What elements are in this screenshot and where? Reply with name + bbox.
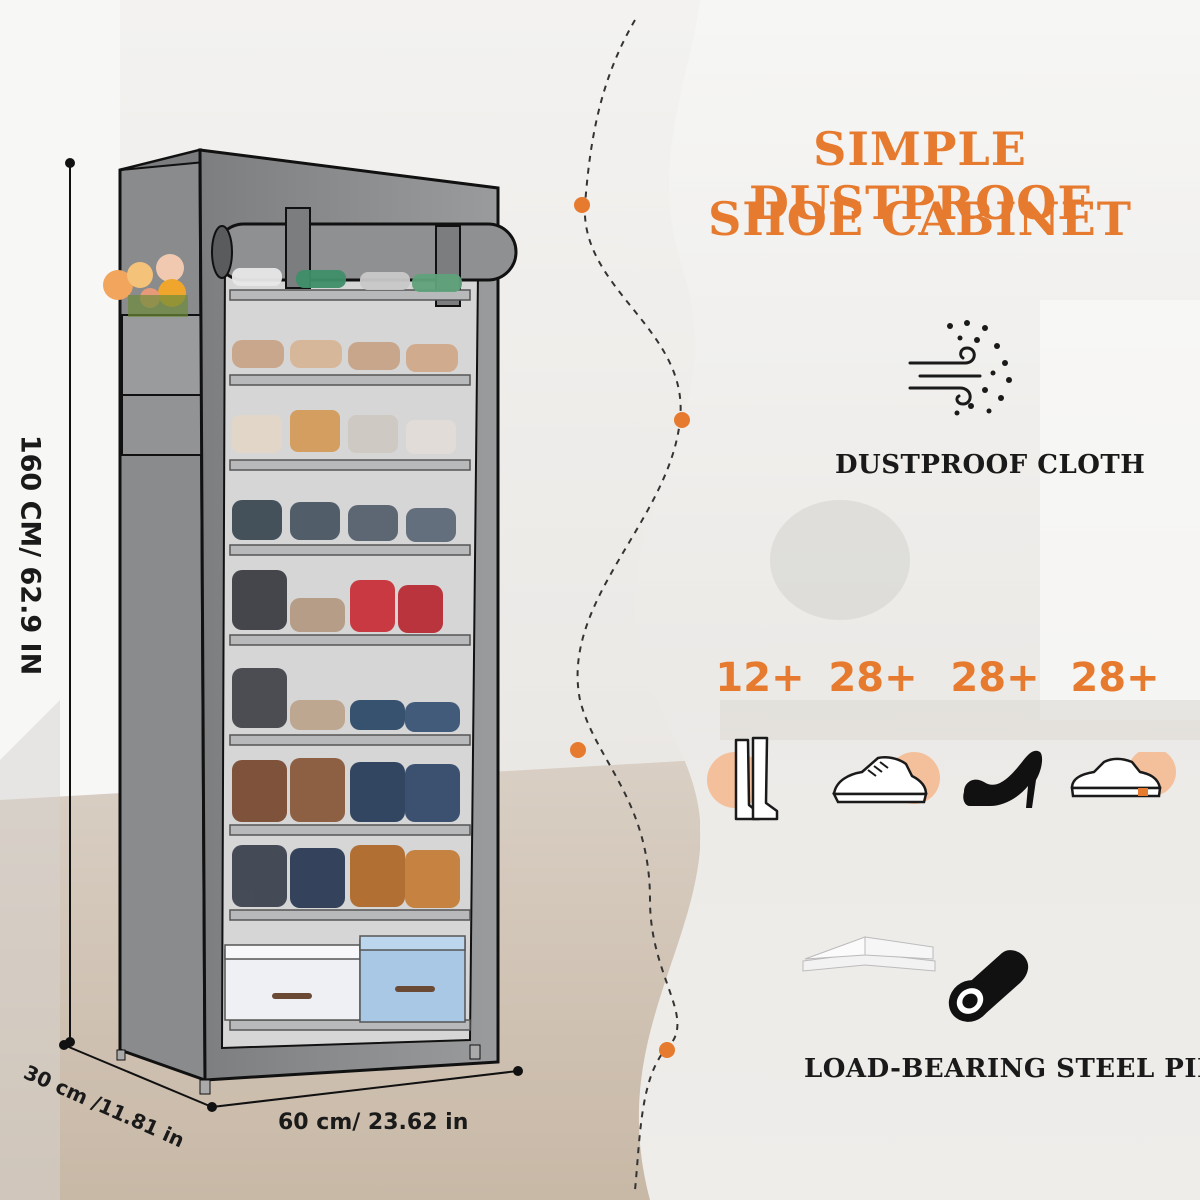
heel-count: 28+	[950, 655, 1040, 701]
width-dimension-label: 60 cm/ 23.62 in	[278, 1110, 469, 1135]
dust-wind-icon	[908, 320, 1012, 416]
boot-count: 12+	[715, 655, 805, 701]
title-line-2: SHOE CABINET	[708, 192, 1132, 246]
steel-pipe-icon	[948, 950, 1029, 1022]
sneaker-count: 28+	[828, 655, 918, 701]
boot-icon	[707, 736, 779, 821]
dustproof-cloth-label: DUSTPROOF CLOTH	[835, 450, 1146, 480]
flat-shoe-icon	[1070, 752, 1176, 798]
book-icon	[802, 936, 936, 972]
height-dimension-label: 160 CM/ 62.9 IN	[14, 434, 46, 676]
flat-shoe-count: 28+	[1070, 655, 1160, 701]
title-line-1: SIMPLE DUSTPROOF	[748, 122, 1092, 230]
sneaker-icon	[831, 752, 940, 804]
load-bearing-pipe-label: LOAD-BEARING STEEL PIPE	[804, 1054, 1200, 1084]
high-heel-icon	[963, 750, 1043, 808]
